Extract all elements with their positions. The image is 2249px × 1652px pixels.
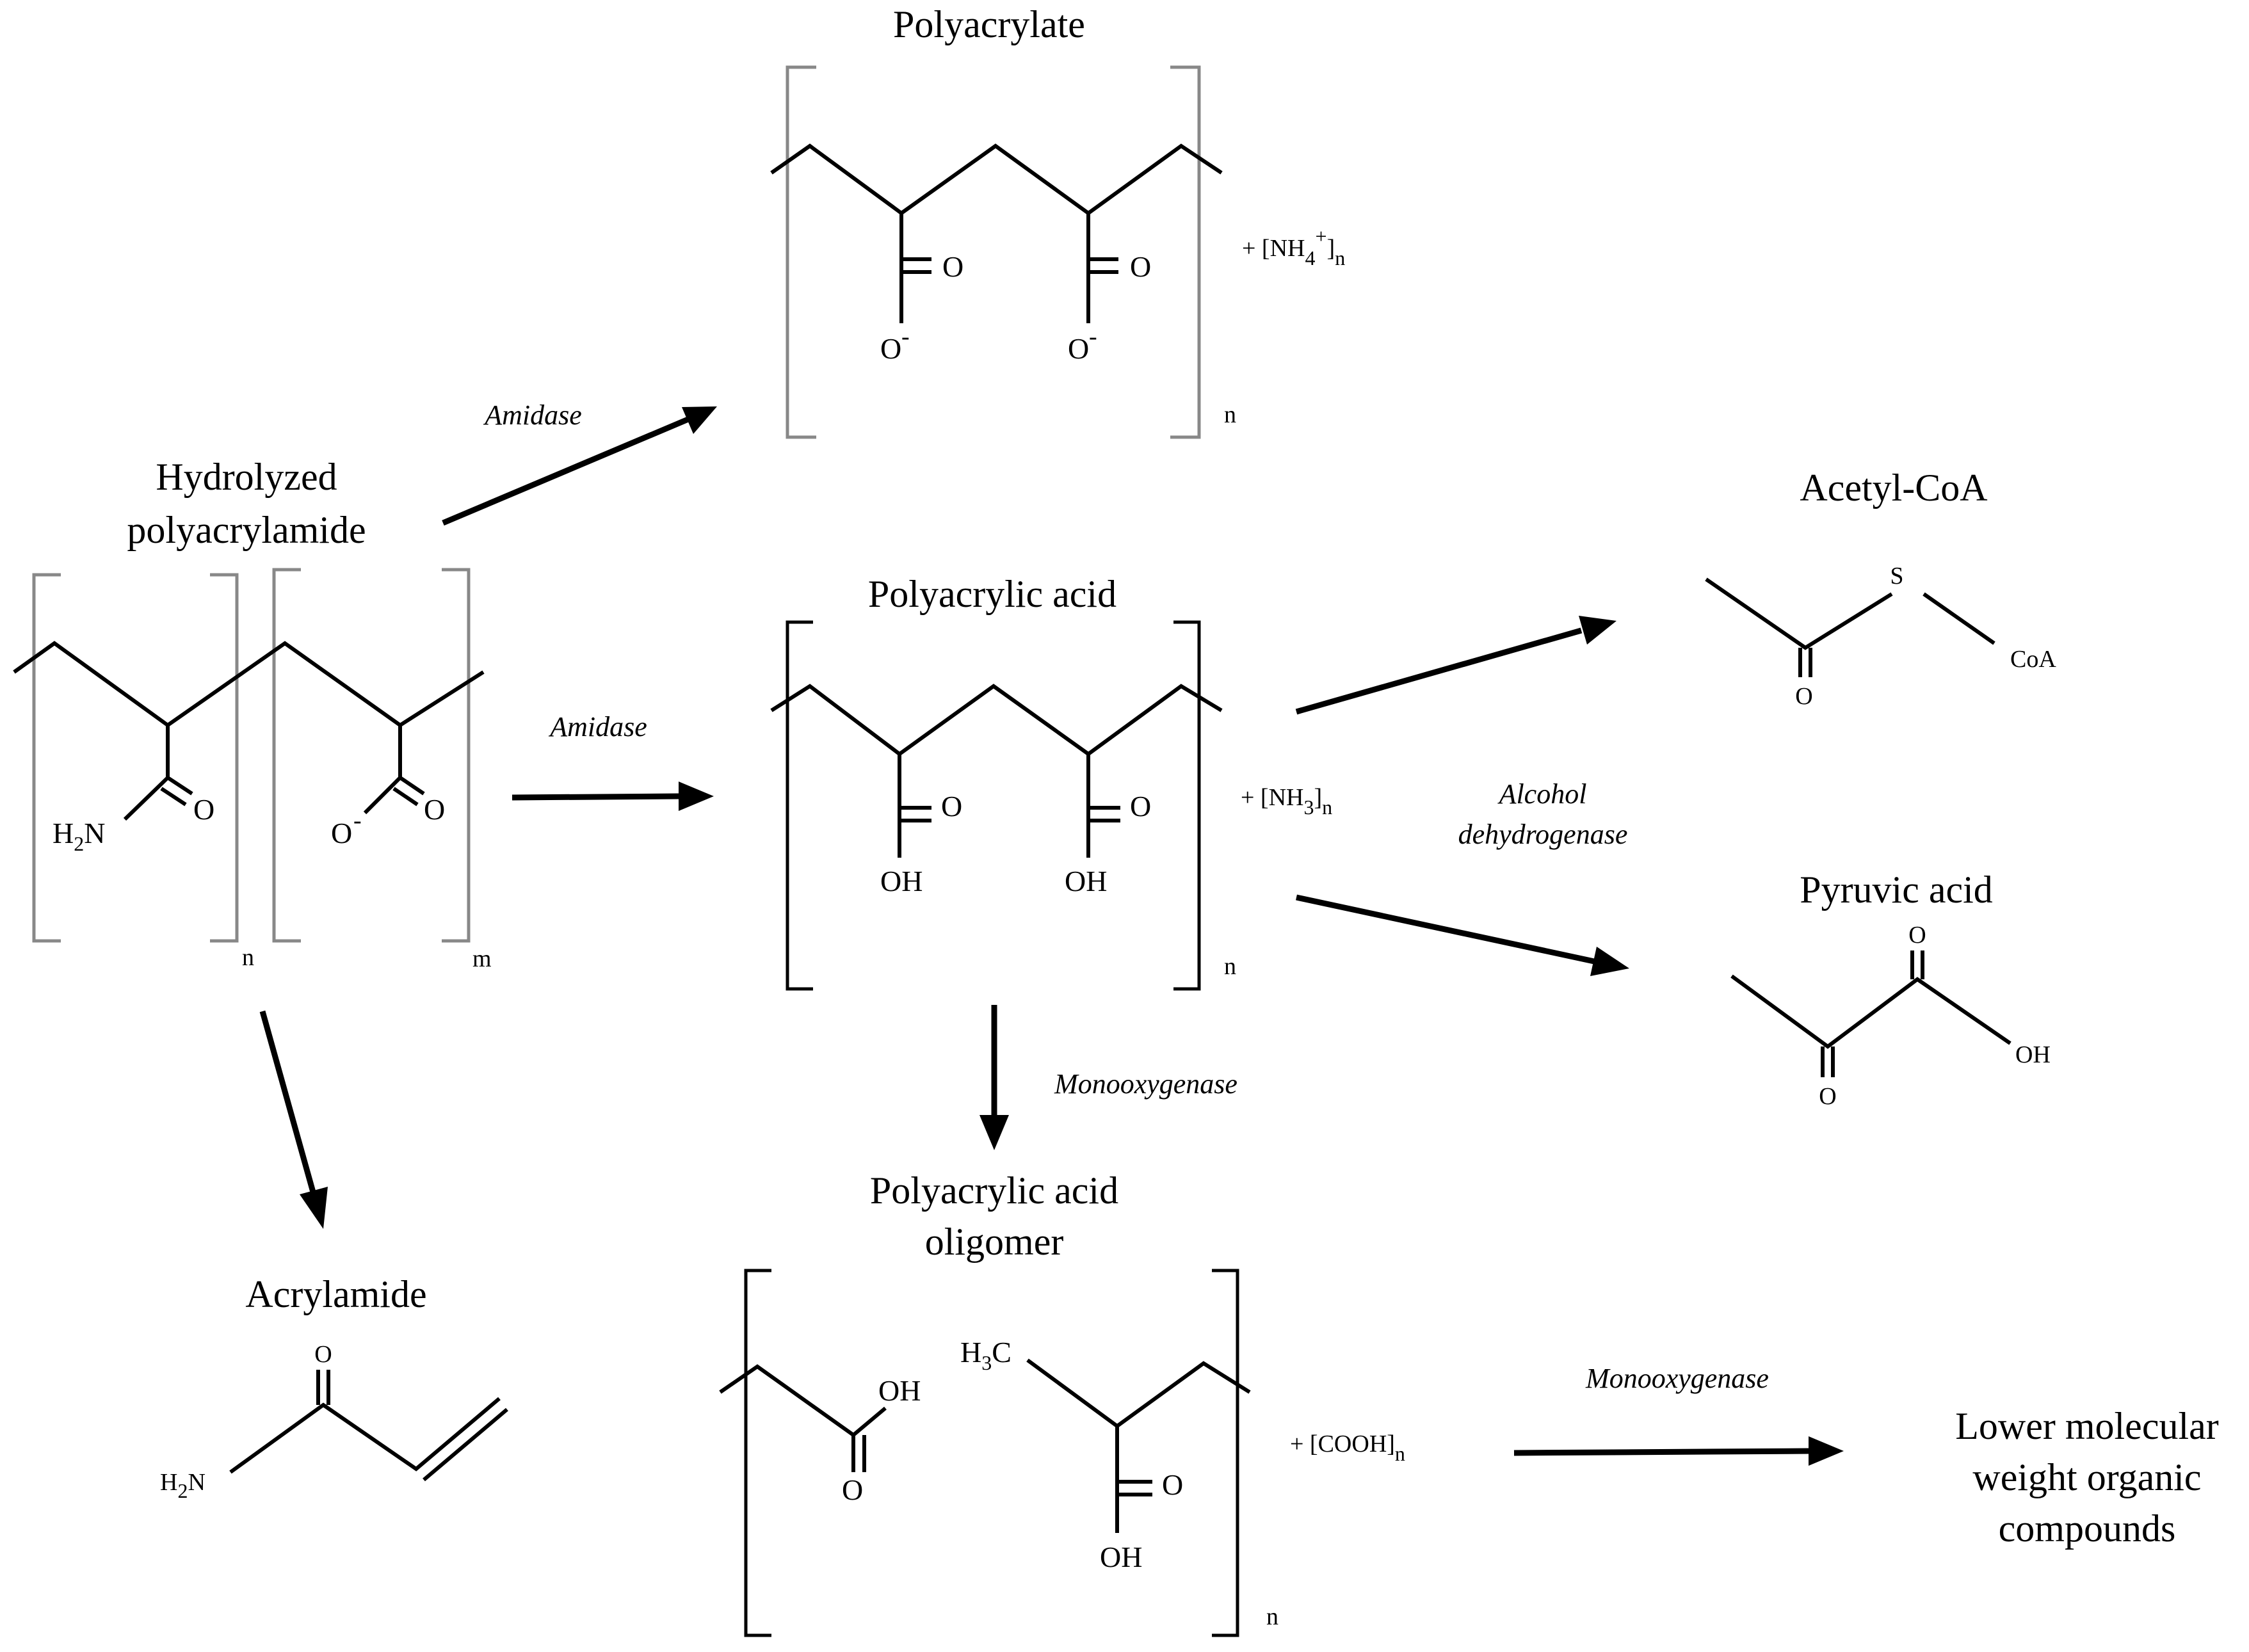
right-bracket <box>1170 65 1201 439</box>
svg-text:H2N: H2N <box>52 817 105 855</box>
svg-text:OH: OH <box>2015 1041 2051 1068</box>
oligomer-structure: OH O O OH H3C n <box>719 1269 1278 1637</box>
hpam-title-line1: Hydrolyzed <box>156 456 337 498</box>
svg-text:S: S <box>1890 563 1903 589</box>
svg-text:O: O <box>193 793 214 826</box>
svg-text:OH: OH <box>1100 1541 1142 1573</box>
svg-text:H3C: H3C <box>960 1336 1012 1374</box>
oligomer-title-line2: oligomer <box>925 1221 1064 1263</box>
arrow-to-polyacrylic-acid <box>512 782 714 811</box>
svg-text:O: O <box>1819 1083 1836 1110</box>
svg-text:O: O <box>842 1473 863 1506</box>
svg-text:O: O <box>1795 683 1812 710</box>
svg-text:H2N: H2N <box>160 1469 206 1502</box>
svg-text:O: O <box>314 1341 332 1368</box>
subscript-n: n <box>1224 953 1236 980</box>
svg-text:-: - <box>901 323 910 350</box>
amidase-label-top: Amidase <box>483 399 582 431</box>
monooxygenase-label-bottom: Monooxygenase <box>1585 1363 1769 1394</box>
subscript-m: m <box>472 945 492 972</box>
polyacrylate-title: Polyacrylate <box>893 3 1085 45</box>
amidase-label-mid: Amidase <box>548 711 647 742</box>
left-bracket <box>786 65 816 439</box>
acrylamide-structure: O H2N <box>160 1341 508 1502</box>
polyacrylate-structure: O O O - O - n <box>770 65 1236 439</box>
svg-text:O: O <box>331 817 352 849</box>
arrow-to-lower-mw <box>1513 1436 1844 1466</box>
pyruvic-acid-structure: O O OH <box>1730 922 2051 1110</box>
carboxyl-byproduct: + [COOH]n <box>1290 1431 1405 1465</box>
svg-text:OH: OH <box>878 1374 921 1407</box>
acetyl-coa-structure: S CoA O <box>1705 563 2056 710</box>
ammonia-byproduct: + [NH3]n <box>1241 784 1332 819</box>
svg-text:O: O <box>1068 332 1089 365</box>
svg-text:O: O <box>941 790 962 822</box>
svg-text:O: O <box>424 793 445 826</box>
hpam-title-line2: polyacrylamide <box>127 509 366 551</box>
alcohol-dehydrogenase-line2: dehydrogenase <box>1458 819 1628 850</box>
svg-text:-: - <box>1089 323 1097 350</box>
acrylamide-title: Acrylamide <box>245 1273 426 1315</box>
pyruvic-acid-title: Pyruvic acid <box>1800 869 1993 911</box>
polyacrylic-acid-title: Polyacrylic acid <box>868 573 1116 615</box>
svg-text:O: O <box>1130 250 1151 283</box>
arrow-to-pyruvic-acid <box>1296 894 1629 976</box>
lower-mw-line1: Lower molecular <box>1955 1405 2218 1447</box>
svg-text:OH: OH <box>1065 865 1107 897</box>
subscript-n: n <box>1266 1603 1278 1630</box>
arrow-to-acetyl-coa <box>1295 616 1616 715</box>
oligomer-title-line1: Polyacrylic acid <box>870 1169 1118 1212</box>
svg-text:CoA: CoA <box>2010 646 2056 673</box>
svg-text:O: O <box>1162 1468 1183 1501</box>
svg-text:O: O <box>942 250 963 283</box>
arrow-to-oligomer <box>979 1005 1009 1150</box>
svg-text:O: O <box>880 332 901 365</box>
subscript-n: n <box>242 944 254 971</box>
hpam-structure: H2N O O - O n m <box>13 568 492 972</box>
lower-mw-line3: compounds <box>1999 1507 2176 1550</box>
arrow-to-polyacrylate <box>442 406 717 526</box>
alcohol-dehydrogenase-line1: Alcohol <box>1497 778 1587 810</box>
monooxygenase-label-mid: Monooxygenase <box>1054 1068 1237 1100</box>
polyacrylic-acid-structure: O O OH OH n <box>770 620 1236 991</box>
svg-text:-: - <box>353 807 362 834</box>
svg-text:O: O <box>1130 790 1151 822</box>
subscript-n: n <box>1224 401 1236 428</box>
svg-text:O: O <box>1908 922 1926 949</box>
ammonium-byproduct: + [NH4+]n <box>1242 225 1345 269</box>
lower-mw-line2: weight organic <box>1972 1456 2201 1498</box>
arrow-to-acrylamide <box>259 1010 328 1229</box>
svg-text:OH: OH <box>880 865 923 897</box>
acetyl-coa-title: Acetyl-CoA <box>1800 467 1987 509</box>
